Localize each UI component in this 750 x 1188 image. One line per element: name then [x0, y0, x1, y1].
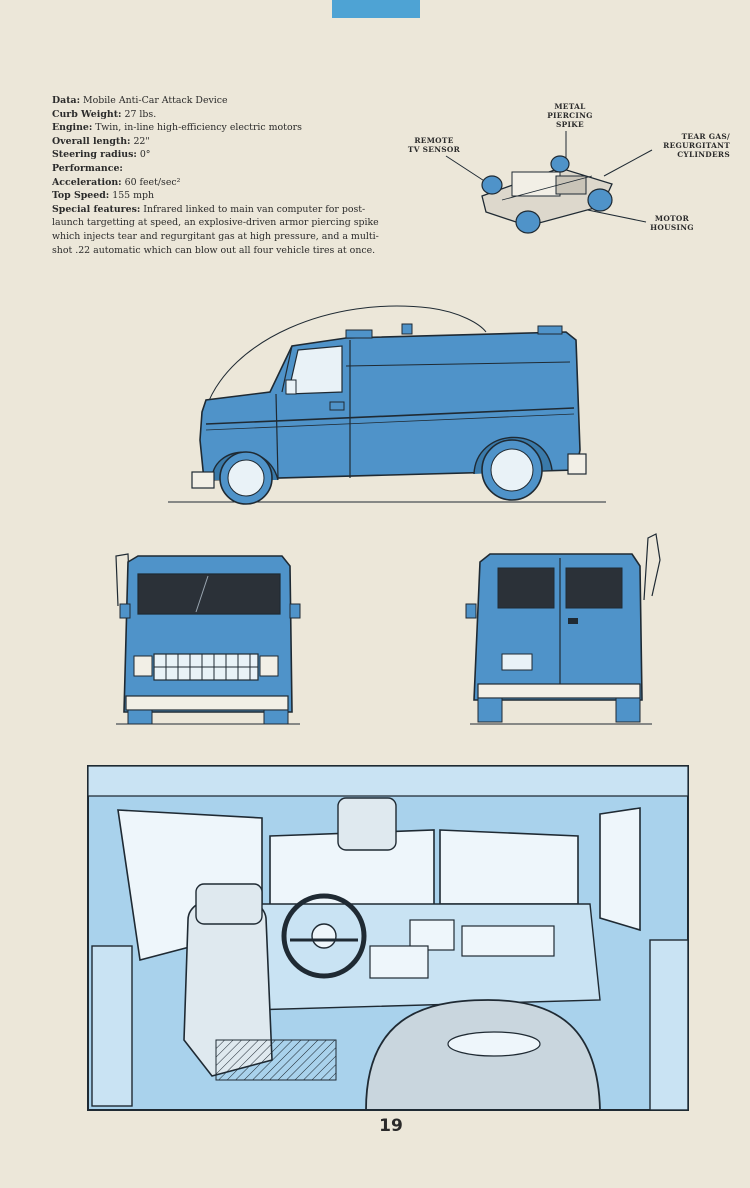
attack-device-drawing [445, 131, 653, 234]
spec-top-speed: Top Speed: 155 mph [52, 190, 155, 202]
spec-special-features: Special features: Infrared linked to mai… [52, 203, 379, 256]
spec-curb-weight: Curb Weight: 27 lbs. [52, 108, 157, 120]
spec-acceleration: Acceleration: 60 feet/sec² [52, 176, 181, 188]
spec-engine: Engine: Twin, in-line high-efficiency el… [52, 122, 302, 134]
page-number: 19 [379, 1116, 403, 1136]
van-rear-view [465, 533, 661, 725]
spec-overall-length: Overall length: 22" [52, 135, 150, 147]
spec-sheet: Data: Mobile Anti-Car Attack Device Curb… [52, 94, 382, 257]
top-color-tab [332, 0, 420, 18]
spec-performance: Performance: [52, 162, 123, 174]
spec-steering-radius: Steering radius: 0° [52, 149, 151, 161]
van-side-view [168, 305, 606, 505]
spec-data: Data: Mobile Anti-Car Attack Device [52, 95, 228, 106]
van-interior-cutaway [87, 765, 689, 1111]
van-front-view [115, 553, 301, 725]
